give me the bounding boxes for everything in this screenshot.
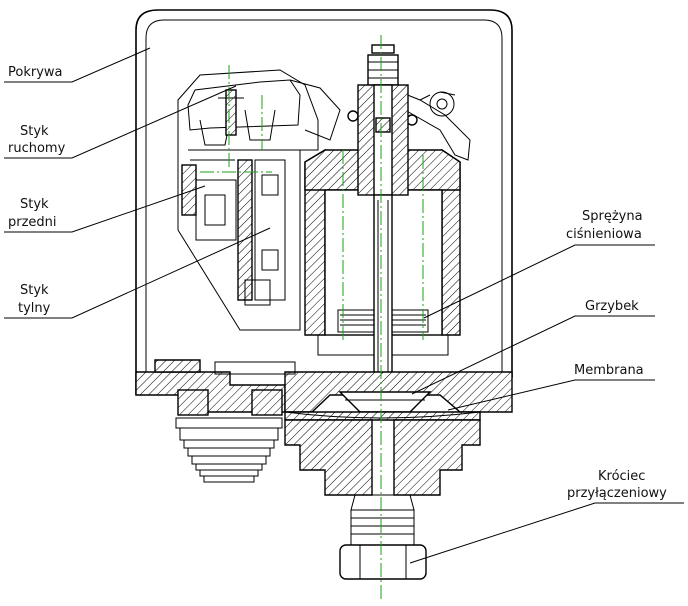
lower-flange xyxy=(284,419,481,496)
label-krociec-line2: przyłączeniowy xyxy=(567,486,667,501)
centerlines xyxy=(200,35,424,600)
label-styk-tylny-line2: tylny xyxy=(18,301,51,316)
leader-lines xyxy=(4,47,684,564)
labels: Pokrywa Styk ruchomy Styk przedni Styk t… xyxy=(8,65,667,501)
label-membrana: Membrana xyxy=(574,363,644,378)
label-pokrywa: Pokrywa xyxy=(8,65,63,80)
label-sprezyna-line2: ciśnieniowa xyxy=(566,227,642,242)
valve-membrane xyxy=(284,391,481,421)
label-styk-tylny-line1: Styk xyxy=(20,283,49,298)
base-body xyxy=(135,359,513,416)
label-styk-ruchomy-line2: ruchomy xyxy=(8,141,66,156)
terminal-block xyxy=(175,417,283,483)
label-sprezyna-line1: Sprężyna xyxy=(582,209,643,224)
label-styk-ruchomy-line1: Styk xyxy=(20,124,49,139)
connector-nut xyxy=(339,494,427,580)
switch-frame xyxy=(177,69,319,331)
label-styk-przedni-line2: przedni xyxy=(8,215,57,230)
label-styk-przedni-line1: Styk xyxy=(20,197,49,212)
adjusting-screw xyxy=(357,44,409,411)
label-krociec-line1: Króciec xyxy=(598,469,645,484)
label-grzybek: Grzybek xyxy=(585,299,639,314)
